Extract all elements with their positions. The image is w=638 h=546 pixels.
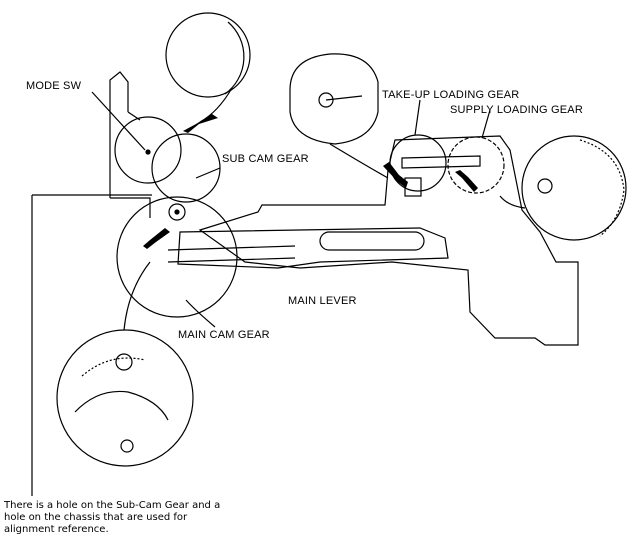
main-lever <box>177 227 449 269</box>
arrow-icon <box>383 162 408 188</box>
switch-bracket <box>109 71 151 218</box>
main-cam-gear-detail-cam <box>74 390 169 421</box>
mode-switch <box>114 116 182 184</box>
lever-arm <box>167 245 296 263</box>
main-cam-gear-hub-dot <box>174 209 180 215</box>
mode-switch-pointer <box>91 91 146 151</box>
take-up-loading-gear-label: TAKE-UP LOADING GEAR <box>382 89 519 101</box>
supply-detail-inset <box>521 135 627 241</box>
take-up-detail-leader <box>329 143 389 179</box>
mode-switch-detail-arc <box>224 21 245 95</box>
chassis-outline <box>198 135 579 346</box>
main-cam-gear-pointer <box>185 299 216 328</box>
take-up-loading-gear <box>389 134 447 192</box>
arrow-icon <box>183 114 218 133</box>
mode-switch-center <box>145 149 151 155</box>
alignment-note-line: There is a hole on the Sub-Cam Gear and … <box>4 500 221 511</box>
arrow-icon <box>143 228 170 249</box>
alignment-note-line: alignment reference. <box>4 524 109 535</box>
main-cam-gear-detail-inset <box>56 329 194 467</box>
main-cam-gear-detail-hole <box>120 439 134 453</box>
supply-loading-gear <box>447 136 505 194</box>
take-up-loading-gear-pointer <box>414 99 421 136</box>
take-up-detail-arm <box>325 95 363 101</box>
take-up-guide-block <box>404 177 422 197</box>
alignment-note-line: hole on the chassis that are used for <box>4 512 188 523</box>
alignment-note: There is a hole on the Sub-Cam Gear and … <box>4 500 304 536</box>
mode-sw-label: MODE SW <box>26 80 82 92</box>
main-cam-gear <box>116 196 238 318</box>
arrow-icon <box>455 170 478 192</box>
supply-detail-teeth <box>579 139 625 237</box>
main-cam-gear-detail-small-gear <box>115 353 133 371</box>
take-up-detail-gear <box>318 92 334 108</box>
sub-cam-gear-label: SUB CAM GEAR <box>222 153 309 165</box>
supply-detail-hub <box>537 178 553 194</box>
main-cam-gear-detail-teeth <box>81 357 146 377</box>
sub-cam-gear-pointer <box>195 167 221 179</box>
main-lever-label: MAIN LEVER <box>288 295 357 307</box>
supply-loading-gear-label: SUPPLY LOADING GEAR <box>450 104 583 116</box>
mode-switch-detail-inset <box>165 12 251 98</box>
supply-detail-leader <box>499 195 526 209</box>
main-lever-slot <box>319 231 425 251</box>
supply-loading-gear-pointer <box>481 109 491 139</box>
loading-link <box>401 155 481 169</box>
main-cam-gear-hub <box>168 203 186 221</box>
main-cam-gear-label: MAIN CAM GEAR <box>178 329 270 341</box>
main-cam-gear-detail-leader <box>123 261 151 331</box>
sub-cam-gear <box>151 133 221 203</box>
take-up-detail-inset <box>289 53 379 145</box>
